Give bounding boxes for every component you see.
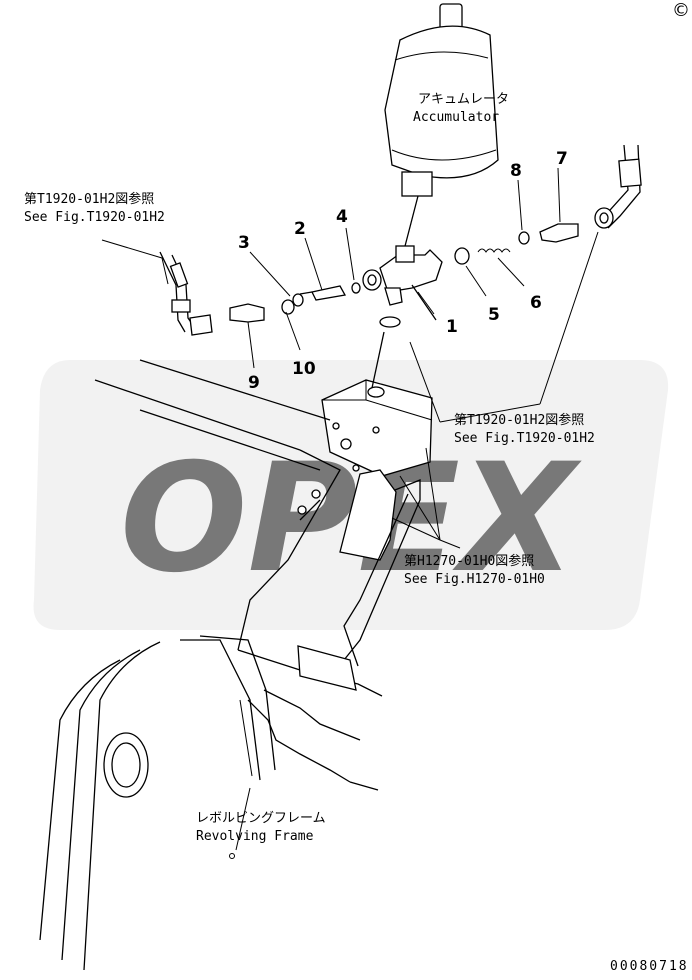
ref-left-en: See Fig.T1920-01H2: [24, 210, 165, 225]
callout-6: 6: [530, 293, 542, 313]
valve-block: [362, 245, 443, 321]
mounting-bracket: [321, 331, 433, 561]
reference-labels: 第T1920-01H2図参照 See Fig.T1920-01H2 第T1920…: [24, 191, 689, 974]
callout-7: 7: [556, 149, 568, 169]
right-hose-assembly: [379, 144, 642, 328]
callout-1: 1: [446, 317, 458, 337]
callout-10: 10: [292, 359, 316, 379]
ref-h1270-en: See Fig.H1270-01H0: [404, 572, 545, 587]
left-hose-assembly: [159, 251, 361, 336]
leader-lines: [101, 167, 599, 851]
ref-h1270-jp: 第H1270-01H0図参照: [404, 553, 534, 569]
frame-label-jp: レボルビングフレーム: [196, 811, 326, 826]
drawing-number: 00080718: [610, 959, 689, 974]
callout-2: 2: [294, 219, 306, 239]
callout-9: 9: [248, 373, 260, 393]
accumulator: アキュムレータ Accumulator: [384, 3, 509, 251]
callout-3: 3: [238, 233, 250, 253]
frame-label-en: Revolving Frame: [196, 829, 314, 844]
ref-left-jp: 第T1920-01H2図参照: [24, 191, 154, 207]
ref-right-jp: 第T1920-01H2図参照: [454, 412, 584, 428]
ref-right-en: See Fig.T1920-01H2: [454, 431, 595, 446]
accumulator-label-jp: アキュムレータ: [418, 92, 509, 107]
frame-structure: [39, 359, 421, 971]
copyright-mark: ©: [672, 0, 690, 21]
callout-4: 4: [336, 207, 348, 227]
accumulator-label-en: Accumulator: [413, 110, 499, 125]
callout-8: 8: [510, 161, 522, 181]
callout-5: 5: [488, 305, 500, 325]
callouts: 1 2 3 4 5 6 7 8 9 10: [238, 149, 568, 393]
